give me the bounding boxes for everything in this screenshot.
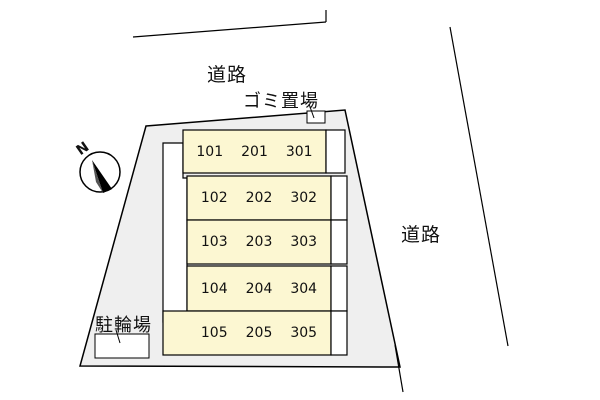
unit-row-1 [182,129,327,174]
unit-row-4-labels: 104 204 304 [187,266,331,311]
unit-201: 201 [241,143,268,160]
road-label-right: 道路 [401,224,442,246]
garbage-area-label: ゴミ置場 [243,91,319,112]
road-label-top: 道路 [207,64,248,86]
unit-303: 303 [290,234,318,250]
unit-304: 304 [290,280,318,297]
unit-row-5-labels: 105 205 305 [187,311,331,355]
bicycle-leader [115,329,121,344]
garbage-area [306,110,326,124]
unit-row-3 [186,219,332,265]
balcony-row-4 [330,265,348,312]
unit-row-2-labels: 102 202 302 [187,176,331,220]
unit-101: 101 [196,143,224,160]
unit-203: 203 [245,234,273,250]
unit-302: 302 [290,190,318,206]
lot-edge-extension [394,344,404,393]
unit-row-2 [186,175,332,221]
balcony-row-1 [325,129,346,174]
bicycle-parking [94,333,150,359]
balcony-row-2 [330,175,348,221]
unit-row-5 [162,310,332,356]
garbage-leader [308,103,315,119]
unit-row-3-labels: 103 203 303 [187,220,331,264]
road-edge-right [449,26,509,347]
unit-301: 301 [285,143,313,160]
unit-103: 103 [200,234,228,250]
unit-102: 102 [200,190,228,206]
bicycle-parking-label: 駐輪場 [95,315,152,336]
unit-202: 202 [245,190,273,206]
unit-104: 104 [200,280,228,297]
unit-row-1-labels: 101 201 301 [183,130,326,173]
unit-205: 205 [245,325,273,341]
road-edge-top [132,21,327,38]
unit-305: 305 [290,325,318,341]
balcony-row-3 [330,219,348,265]
unit-204: 204 [245,280,273,297]
balcony-row-5 [330,310,348,356]
unit-105: 105 [200,325,228,341]
north-arrow-icon [79,151,121,193]
